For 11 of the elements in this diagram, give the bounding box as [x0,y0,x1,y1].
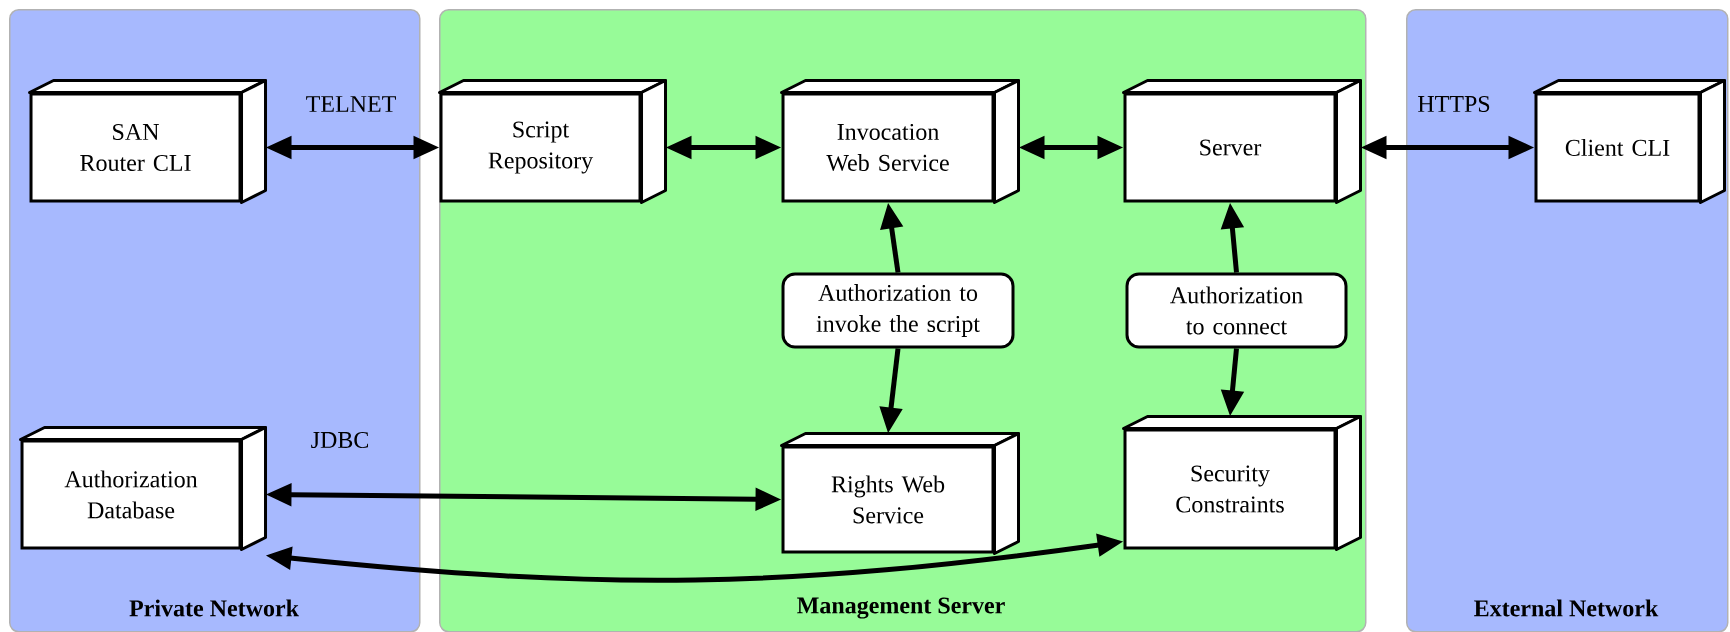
server-box: SAN Router CLI [28,79,267,204]
edge-label: JDBC [311,431,368,449]
server-box: Rights Web Service [780,432,1020,555]
server-box: Client CLI [1533,79,1726,204]
server-box: Security Constraints [1122,415,1362,551]
server-box: Invocation Web Service [780,79,1020,204]
edge-label: TELNET [306,96,396,112]
server-box: Authorization Database [19,426,267,551]
server-box: Script Repository [438,79,667,204]
edge-label: HTTPS [1418,95,1490,113]
server-box: Server [1122,79,1362,204]
